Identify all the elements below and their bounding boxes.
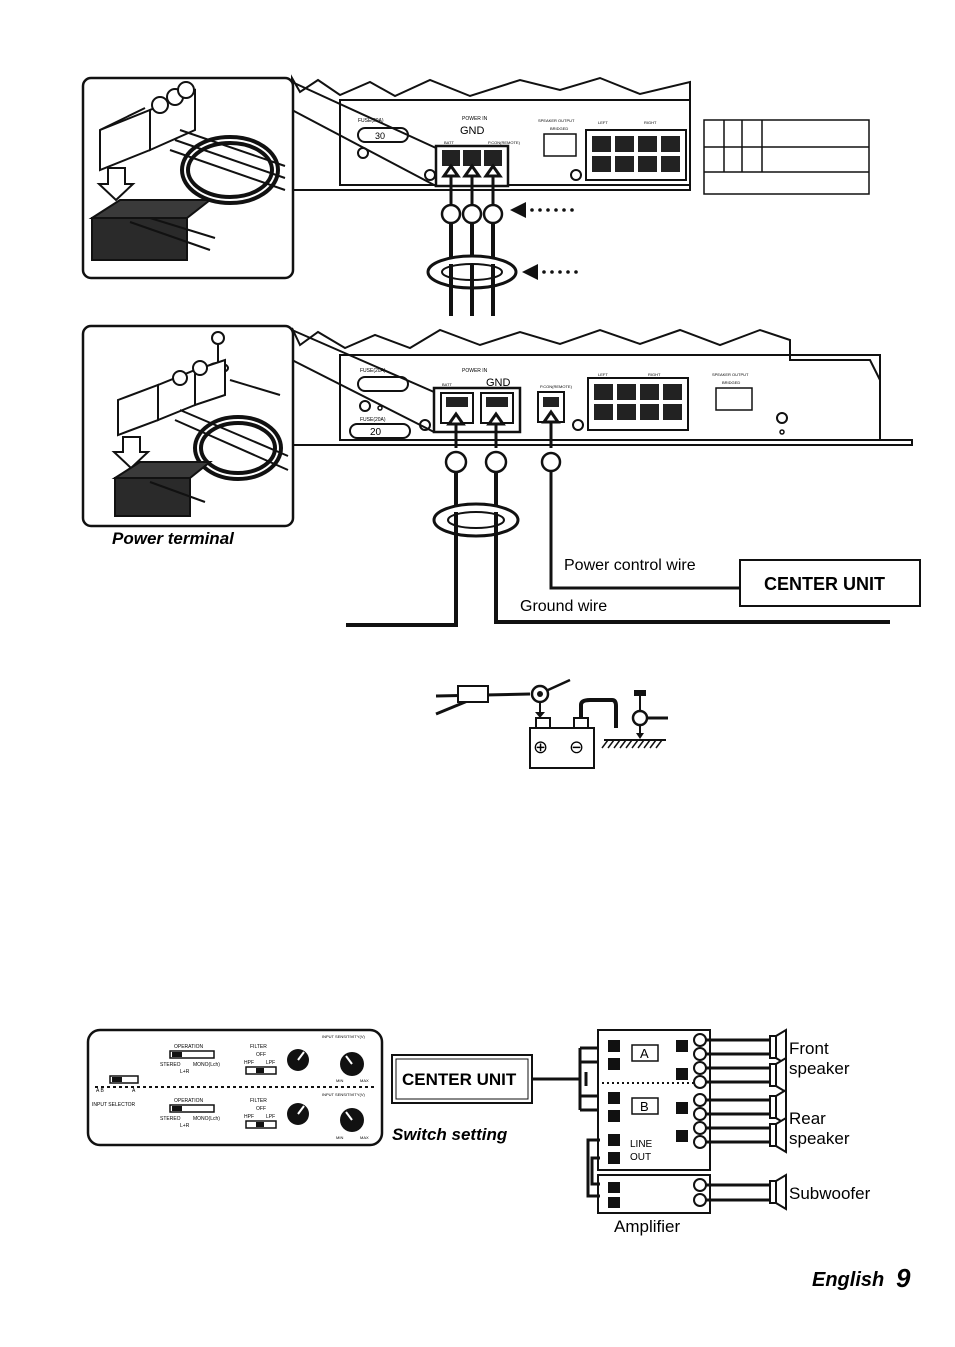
batt-label-middle: BATT [442,382,452,387]
hpf-label-2: HPF [244,1114,254,1120]
dotted-arrow-2 [522,264,578,280]
operation-label-2: OPERATION [174,1098,203,1104]
off-label-2: OFF [256,1106,266,1112]
filter-label-2: FILTER [250,1098,267,1104]
pcon-label-middle: P.CON(REMOTE) [540,384,573,389]
bottom-figure: OPERATION STEREO MONO(Lch) L+R FILTER OF… [86,1028,871,1236]
gnd-label-middle: GND [486,377,511,389]
left-label-middle: LEFT [598,372,608,377]
top-figure: FUSE(30A) 30 POWER IN GND BATT P.CON(REM… [81,74,870,316]
center-unit-box-middle [739,559,921,607]
channel-a-box [631,1044,659,1062]
inline-fuse [457,685,489,703]
input-selector-label: INPUT SELECTOR [92,1102,136,1108]
batt-label-top: BATT [444,140,454,145]
ground-wire-label: Ground wire [520,598,607,615]
right-label-middle: RIGHT [648,372,661,377]
mono-label-2: MONO(Lch) [193,1116,220,1122]
max-label-2: MAX [360,1135,369,1140]
bridged-label-middle: BRIDGED [722,380,740,385]
off-label-1: OFF [256,1052,266,1058]
bridged-connector-middle [715,387,753,411]
hpf-label-1: HPF [244,1060,254,1066]
lpf-label-2: LPF [266,1114,275,1120]
left-label-top: LEFT [598,120,608,125]
lr-label-1: L+R [180,1069,190,1075]
power-terminal-caption: Power terminal [112,529,235,548]
bridged-label-top: BRIDGED [550,126,568,131]
channel-a-label: A [640,1046,649,1061]
terminal-cover-top [88,199,216,261]
channel-b-label: B [640,1099,649,1114]
battery-plus-icon: ⊕ [533,737,548,757]
footer-page-number: 9 [896,1263,911,1293]
bridged-connector-top [543,133,577,157]
amp-panel-middle [339,354,881,441]
filter-label-1: FILTER [250,1044,267,1050]
fuse-label-middle-bottom: FUSE(20A) [360,417,386,423]
input-sens-label-1: INPUT SENSITIVITY(V) [322,1034,365,1039]
spec-table [703,119,870,195]
speaker-terminal-middle [587,377,689,431]
battery-wire [346,472,458,627]
out-label: OUT [630,1152,651,1163]
amplifier-label: Amplifier [614,1217,680,1236]
gnd-label-top: GND [460,125,485,137]
operation-switch-2 [169,1104,215,1113]
rear-speaker-label-2: speaker [789,1129,850,1148]
power-in-label-top: POWER IN [462,116,488,122]
min-label-2: MIN [336,1135,343,1140]
right-label-top: RIGHT [644,120,657,125]
amp-panel-top [339,99,691,186]
fuse-label-top: FUSE(30A) [358,118,384,124]
fuse-value-middle: 20 [370,427,382,438]
down-arrow-icon-middle [111,436,151,470]
sel-a-label: A [132,1088,136,1094]
speaker-terminal-top [585,129,687,181]
lr-label-2: L+R [180,1123,190,1129]
center-unit-box-bottom [391,1054,533,1104]
channel-b-box [631,1097,659,1115]
fuse-label-middle-top: FUSE(20A) [360,368,386,374]
battery-figure: ⊕ ⊖ [435,678,668,769]
speaker-output-label-top: SPEAKER OUTPUT [538,118,575,123]
dotted-arrow-1 [510,202,574,218]
terminal-cover-middle [111,461,213,517]
speaker-output-label-middle: SPEAKER OUTPUT [712,372,749,377]
stereo-label-2: STEREO [160,1116,181,1122]
lpf-label-1: LPF [266,1060,275,1066]
line-label: LINE [630,1139,653,1150]
subwoofer-label: Subwoofer [789,1184,871,1203]
front-speaker-label-1: Front [789,1039,829,1058]
power-control-wire-line [549,471,740,590]
power-control-wire-label: Power control wire [564,557,696,574]
max-label-1: MAX [360,1078,369,1083]
mono-label-1: MONO(Lch) [193,1062,220,1068]
ferrite-core-middle [432,502,520,538]
filter-switch-2 [245,1120,277,1129]
power-in-label-middle: POWER IN [462,368,488,374]
filter-switch-1 [245,1066,277,1075]
middle-figure: FUSE(20A) FUSE(20A) 20 POWER IN BATT GND… [81,324,921,627]
down-arrow-icon-top [96,167,136,202]
center-unit-label-middle: CENTER UNIT [764,574,885,594]
center-unit-label-bottom: CENTER UNIT [402,1070,517,1089]
rear-speaker-label-1: Rear [789,1109,826,1128]
operation-label-1: OPERATION [174,1044,203,1050]
front-speaker-label-2: speaker [789,1059,850,1078]
battery [529,727,595,769]
switch-setting-caption: Switch setting [392,1125,508,1144]
sel-ab-label: A B [96,1088,104,1094]
operation-switch-1 [169,1050,215,1059]
fuse-value-top: 30 [375,131,385,141]
pcon-label-top: P.CON(REMOTE) [488,140,521,145]
stereo-label-1: STEREO [160,1062,181,1068]
footer-language: English [812,1269,884,1291]
min-label-1: MIN [336,1078,343,1083]
input-sens-label-2: INPUT SENSITIVITY(V) [322,1092,365,1097]
fuse-middle [349,423,411,439]
battery-minus-icon: ⊖ [569,737,584,757]
